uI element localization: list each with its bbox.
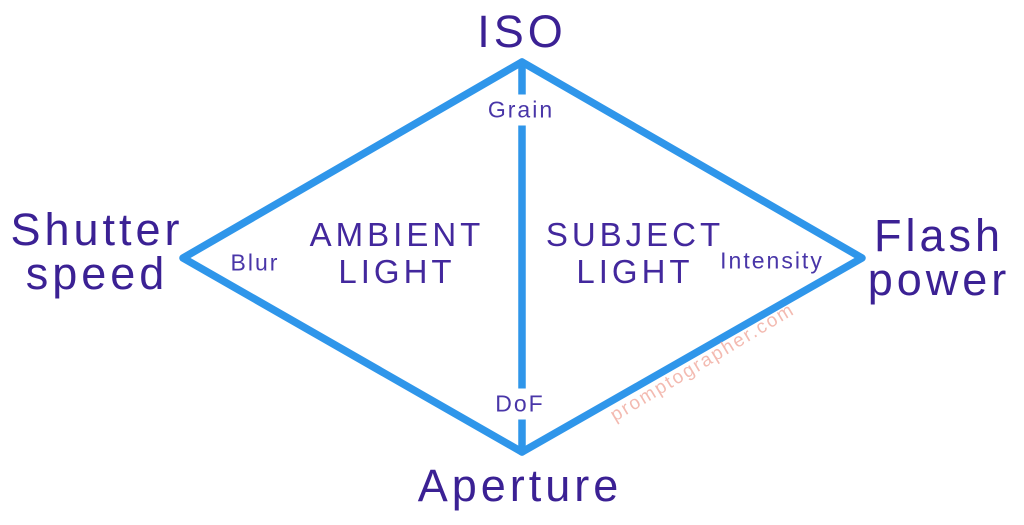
- effect-label-intensity: Intensity: [720, 247, 824, 274]
- corner-label-iso-text: ISO: [477, 6, 567, 57]
- corner-label-iso: ISO: [477, 6, 567, 57]
- diamond-outline: [179, 58, 866, 456]
- effect-label-dof: DoF: [490, 388, 550, 420]
- corner-label-flash-power: Flash power: [867, 210, 1011, 305]
- region-label-subject-line1: SUBJECT: [545, 216, 725, 253]
- region-label-ambient-line1: AMBIENT: [309, 216, 485, 253]
- corner-label-aperture-text: Aperture: [417, 460, 623, 511]
- corner-label-aperture: Aperture: [417, 460, 623, 511]
- effect-label-grain: Grain: [482, 94, 560, 126]
- effect-label-blur: Blur: [230, 249, 280, 276]
- region-label-subject-light: SUBJECT LIGHT: [546, 216, 724, 290]
- corner-label-shutter-line1: Shutter: [10, 204, 184, 255]
- corner-label-flash-line1: Flash: [873, 210, 1005, 261]
- region-label-ambient-light: AMBIENT LIGHT: [310, 216, 485, 290]
- corner-label-shutter-line2: speed: [25, 248, 169, 299]
- region-label-ambient-line2: LIGHT: [338, 253, 456, 290]
- region-label-subject-line2: LIGHT: [576, 253, 694, 290]
- corner-label-flash-line2: power: [867, 254, 1011, 305]
- corner-label-shutter-speed: Shutter speed: [10, 204, 184, 299]
